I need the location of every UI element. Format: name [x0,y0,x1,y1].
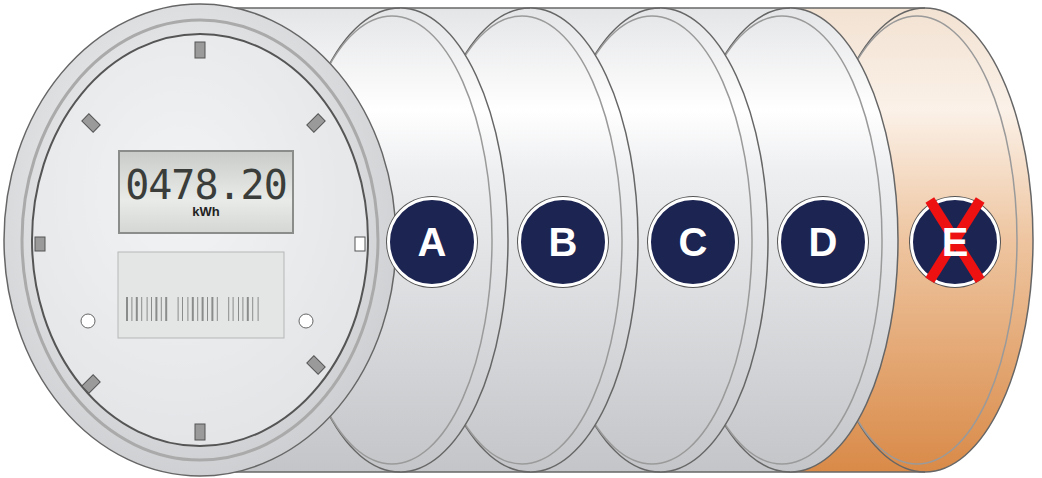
callout-letter: A [418,222,447,262]
segment-label: E [910,197,1000,287]
unit-label: kWh [192,205,219,219]
segment-label: B [518,197,608,287]
meter-reading: 0478.20 [125,165,287,205]
meter-face [4,4,396,476]
segment-label: D [778,197,868,287]
segment-label: A [387,197,477,287]
callout-letter: D [809,222,838,262]
callout-letter: E [942,222,969,262]
segment-label: C [648,197,738,287]
callout-letter: C [679,222,708,262]
callout-letter: B [549,222,578,262]
lcd-display: 0478.20kWh [118,150,294,234]
